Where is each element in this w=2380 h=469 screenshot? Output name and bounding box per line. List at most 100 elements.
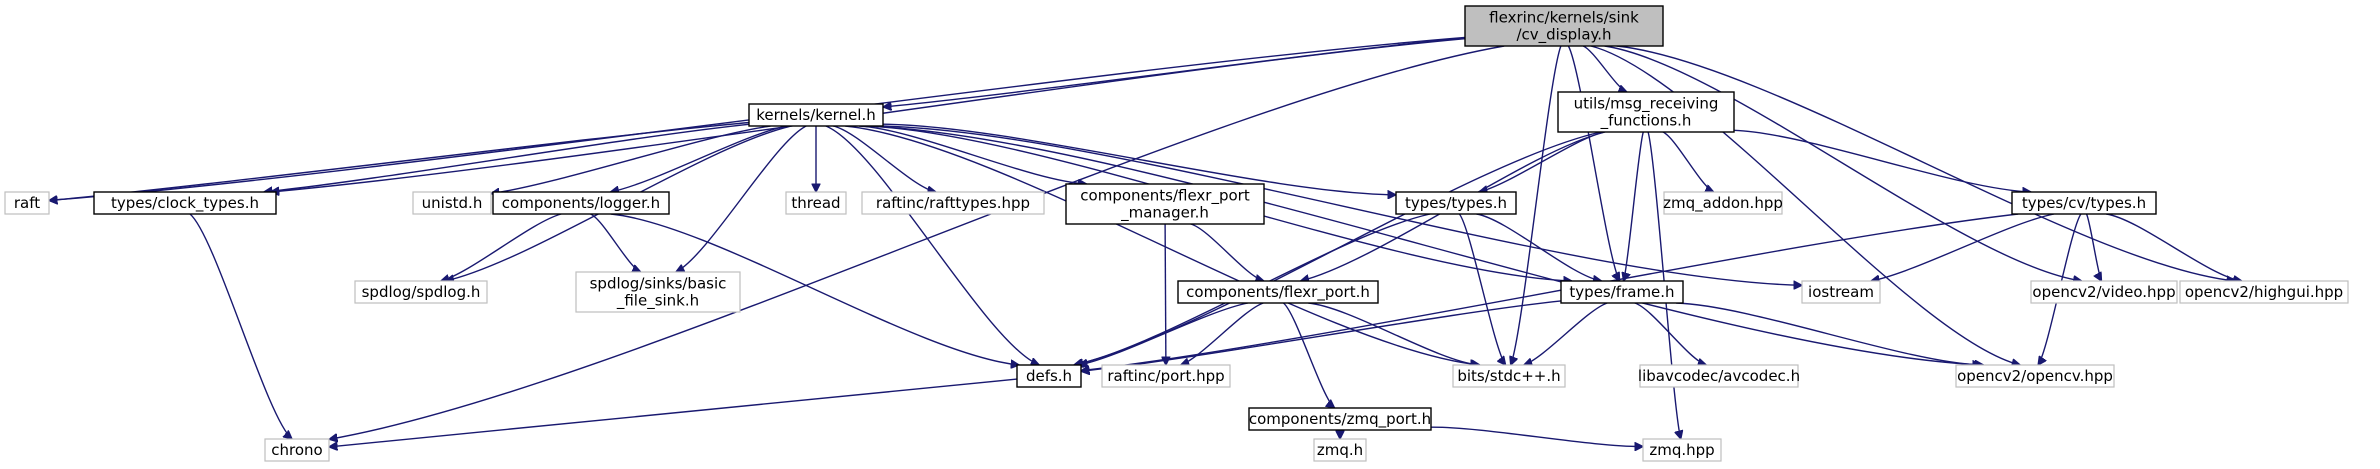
edge-line (825, 125, 1039, 365)
node-label: zmq.h (1317, 441, 1363, 459)
node-label: spdlog/sinks/basic (590, 275, 727, 293)
edge-line (1616, 45, 2236, 281)
node-label: thread (791, 194, 840, 212)
node-frame[interactable]: types/frame.h (1560, 280, 1684, 304)
edge-kernel-to-unistd (491, 125, 771, 194)
node-label: spdlog/spdlog.h (362, 283, 481, 301)
node-zmq-addon: zmq_addon.hpp (1663, 191, 1783, 215)
edge-cv_display-to-opencv_highgui (1616, 45, 2236, 281)
edge-clock_types-to-chrono (189, 213, 292, 439)
edge-line (1524, 302, 1608, 365)
node-msg-recv[interactable]: utils/msg_receiving_functions.h (1557, 91, 1735, 133)
edge-line (1511, 45, 1562, 365)
edge-line (1733, 129, 2031, 192)
edge-line (49, 121, 750, 201)
node-box (575, 271, 741, 313)
node-cv-display[interactable]: flexrinc/kernels/sink/cv_display.h (1464, 5, 1664, 47)
node-zmq-hpp: zmq.hpp (1642, 438, 1722, 462)
edge-msg_recv-to-types_types (1479, 131, 1605, 192)
node-box (1955, 364, 2115, 388)
edge-cv_types-to-iostream (1871, 213, 2055, 281)
node-box (1177, 280, 1379, 304)
node-box (1464, 5, 1664, 47)
edge-line (1624, 131, 1644, 281)
node-box (1560, 280, 1684, 304)
node-label: bits/stdc++.h (1457, 367, 1560, 385)
edge-frame-to-bits_stdcpp (1524, 302, 1608, 365)
node-label: raft (14, 194, 40, 212)
node-spdlog: spdlog/spdlog.h (354, 280, 488, 304)
edge-line (1590, 45, 2020, 365)
node-box (4, 191, 50, 215)
edge-line (2106, 213, 2242, 281)
edge-msg_recv-to-cv_types (1733, 129, 2031, 192)
edge-line (1871, 213, 2055, 281)
edge-line (441, 213, 562, 281)
node-logger[interactable]: components/logger.h (492, 191, 670, 215)
node-box (1801, 280, 1881, 304)
node-opencv-highgui: opencv2/highgui.hpp (2179, 280, 2349, 304)
edge-line (1081, 300, 1562, 371)
edge-cv_display-to-bits_stdcpp (1511, 45, 1562, 365)
edge-line (1308, 302, 1479, 365)
node-chrono: chrono (264, 438, 330, 462)
node-label: _manager.h (1120, 204, 1209, 223)
edge-cv_display-to-chrono (329, 45, 1505, 439)
node-label: components/logger.h (502, 194, 660, 212)
edge-logger-to-basic_file_sink (590, 213, 641, 272)
edge-flexr_port-to-defs (1079, 302, 1249, 365)
node-kernel[interactable]: kernels/kernel.h (748, 103, 884, 127)
node-box (354, 280, 488, 304)
node-libavcodec: libavcodec/avcodec.h (1638, 364, 1800, 388)
node-clock-types[interactable]: types/clock_types.h (93, 191, 277, 215)
node-defs[interactable]: defs.h (1016, 364, 1082, 388)
edge-cv_types-to-defs (1081, 213, 2019, 371)
edge-kernel-to-bits_stdcpp (845, 125, 1480, 365)
node-box (1248, 407, 1432, 431)
node-label: iostream (1808, 283, 1874, 301)
node-label: types/clock_types.h (111, 194, 259, 213)
node-basic-file-sink: spdlog/sinks/basic_file_sink.h (575, 271, 741, 313)
node-label: components/flexr_port (1080, 187, 1250, 206)
node-box (1639, 364, 1799, 388)
edge-cv_types-to-opencv_video (2085, 213, 2102, 281)
node-zmq-port[interactable]: components/zmq_port.h (1248, 407, 1432, 431)
edge-flexr_port_manager-to-raftinc_port (1165, 223, 1166, 365)
edge-kernel-to-clock_types (264, 123, 750, 192)
edge-msg_recv-to-frame (1624, 131, 1644, 281)
node-label: types/frame.h (1569, 283, 1674, 301)
node-cv-types[interactable]: types/cv/types.h (2011, 191, 2157, 215)
node-box (1642, 438, 1722, 462)
edge-kernel-to-rafttypes (832, 125, 936, 192)
node-box (2011, 191, 2157, 215)
edge-line (1081, 213, 2019, 371)
edge-line (1181, 302, 1264, 365)
node-label: opencv2/video.hpp (2032, 283, 2175, 301)
node-zmq-h: zmq.h (1313, 438, 1367, 462)
node-label: zmq_addon.hpp (1663, 194, 1783, 213)
node-flexr-port[interactable]: components/flexr_port.h (1177, 280, 1379, 304)
node-opencv-opencv: opencv2/opencv.hpp (1955, 364, 2115, 388)
node-rafttypes: raftinc/rafttypes.hpp (861, 191, 1045, 215)
node-box (1101, 364, 1231, 388)
node-types-types[interactable]: types/types.h (1395, 191, 1517, 215)
edge-flexr_port-to-raftinc_port (1181, 302, 1264, 365)
edge-logger-to-defs (610, 213, 1019, 365)
edge-flexr_port_manager-to-flexr_port (1190, 223, 1264, 281)
node-label: opencv2/opencv.hpp (1957, 367, 2113, 385)
node-label: raftinc/rafttypes.hpp (876, 194, 1030, 212)
node-box (861, 191, 1045, 215)
edge-line (676, 125, 807, 272)
edge-line (1165, 223, 1166, 365)
edge-cv_display-to-opencv_opencv (1590, 45, 2020, 365)
node-flexr-port-manager[interactable]: components/flexr_port_manager.h (1065, 183, 1265, 225)
edge-line (590, 213, 641, 272)
edge-line (1282, 302, 1334, 408)
edge-cv_display-to-msg_recv (1582, 45, 1627, 92)
edge-line (329, 378, 1018, 447)
edge-line (2085, 213, 2102, 281)
node-iostream: iostream (1801, 280, 1881, 304)
edge-line (1458, 213, 1505, 365)
edge-line (491, 125, 771, 194)
node-label: /cv_display.h (1516, 26, 1611, 45)
